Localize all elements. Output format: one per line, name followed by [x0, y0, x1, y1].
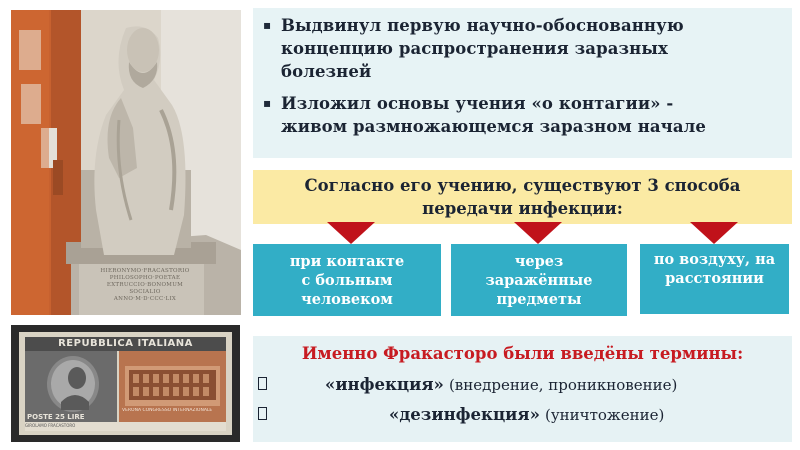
stamp-illustration	[19, 332, 232, 435]
way-objects: через заражённые предметы	[451, 244, 627, 316]
way-contact: при контакте с больным человеком	[253, 244, 441, 316]
way-air: по воздуху, на расстоянии	[640, 244, 789, 314]
text-line: передачи инфекции:	[422, 199, 623, 218]
text-line: при контакте	[289, 252, 405, 270]
text-line: человеком	[301, 290, 393, 308]
stamp-right-caption: VERONA CONGRESSO INTERNAZIONALE	[122, 408, 213, 413]
plaque-line: PHILOSOPHO·POETAE	[109, 275, 181, 281]
terms-box: Именно Фракасторо были введёны термины: …	[253, 336, 792, 442]
stamp-face: REPUBBLICA ITALIANA POSTE 25 LIRE GIROLA…	[19, 332, 232, 435]
text-line: Изложил основы учения «о контагии» -	[281, 94, 674, 113]
statue-plaque: HIERONYMO·FRACASTORIO PHILOSOPHO·POETAE …	[89, 268, 201, 303]
text-line: с больным	[301, 271, 393, 289]
text-line: расстоянии	[665, 270, 764, 287]
checkbox-bullet-icon	[258, 377, 267, 390]
text-line: заражённые	[485, 271, 593, 289]
down-arrow-icon	[327, 222, 375, 244]
terms-title: Именно Фракасторо были введёны термины:	[301, 344, 744, 363]
square-bullet-icon: ▪	[263, 96, 272, 110]
list-item-text: Выдвинул первую научно-обоснованную конц…	[281, 14, 684, 83]
banner-text: Согласно его учению, существуют 3 способ…	[305, 174, 741, 220]
text-line: болезней	[281, 62, 372, 81]
text-line: Согласно его учению, существуют 3 способ…	[304, 176, 741, 195]
text-line: через	[514, 252, 564, 270]
square-bullet-icon: ▪	[263, 18, 272, 32]
stamp-country: REPUBBLICA ITALIANA	[58, 338, 193, 349]
stamp-value: POSTE 25 LIRE	[27, 413, 85, 421]
text-line: предметы	[496, 290, 582, 308]
term-word: «дезинфекция»	[389, 405, 540, 424]
text-line: по воздуху, на	[653, 251, 776, 268]
plaque-line: HIERONYMO·FRACASTORIO	[100, 268, 190, 274]
plaque-line: SOCIALIO	[129, 289, 161, 295]
list-item: «дезинфекция» (уничтожение)	[253, 404, 792, 428]
list-item: ▪ Выдвинул первую научно-обоснованную ко…	[263, 14, 782, 83]
checkbox-bullet-icon	[258, 407, 267, 420]
term-text: «инфекция» (внедрение, проникновение)	[325, 374, 677, 396]
achievements-list: ▪ Выдвинул первую научно-обоснованную ко…	[253, 8, 792, 158]
down-arrow-icon	[514, 222, 562, 244]
list-item-text: Изложил основы учения «о контагии» - жив…	[281, 92, 706, 138]
term-note: (уничтожение)	[544, 406, 665, 424]
transmission-banner: Согласно его учению, существуют 3 способ…	[253, 170, 792, 224]
text-line: концепцию распространения заразных	[281, 39, 668, 58]
fracastoro-statue-photo: HIERONYMO·FRACASTORIO PHILOSOPHO·POETAE …	[11, 10, 241, 315]
plaque-line: EXTRUCCIO·BONOMUM	[106, 282, 184, 288]
term-word: «инфекция»	[325, 375, 444, 394]
text-line: живом размножающемся заразном начале	[281, 117, 706, 136]
text-line: Выдвинул первую научно-обоснованную	[281, 16, 684, 35]
term-note: (внедрение, проникновение)	[448, 376, 678, 394]
term-text: «дезинфекция» (уничтожение)	[389, 404, 664, 426]
list-item: «инфекция» (внедрение, проникновение)	[253, 374, 792, 398]
down-arrow-icon	[690, 222, 738, 244]
statue-illustration	[11, 10, 241, 315]
plaque-line: ANNO·M·D·CCC·LIX	[113, 296, 177, 302]
stamp-left-caption: GIROLAMO FRACASTORO	[25, 423, 76, 428]
list-item: ▪ Изложил основы учения «о контагии» - ж…	[263, 92, 782, 138]
postage-stamp: REPUBBLICA ITALIANA POSTE 25 LIRE GIROLA…	[11, 325, 240, 442]
